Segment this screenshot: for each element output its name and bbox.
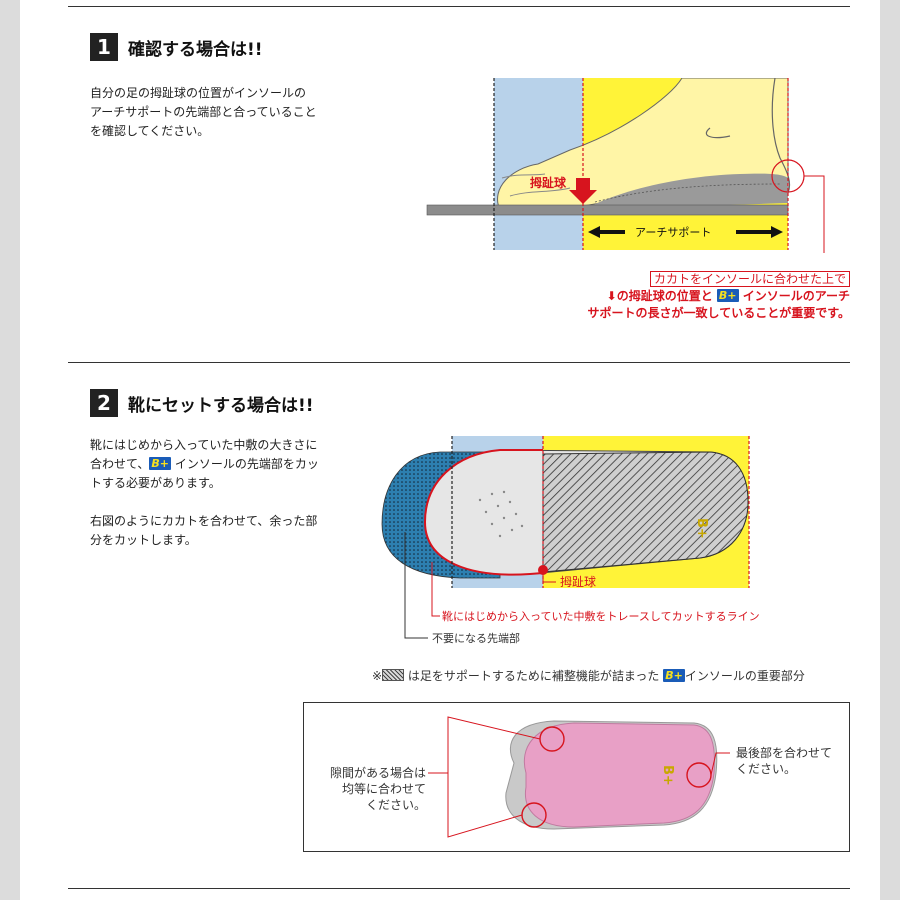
gap-label: 隙間がある場合は 均等に合わせて ください。 bbox=[316, 765, 426, 813]
perforation-dots bbox=[478, 490, 524, 538]
section-1-note: カカトをインソールに合わせた上で ⬇の拇趾球の位置と B+ インソールのアーチ … bbox=[574, 271, 850, 322]
ankle-curve bbox=[705, 127, 731, 139]
body-text: 合わせて、 bbox=[90, 457, 150, 471]
boshikyu-leader bbox=[542, 570, 556, 583]
heel-label-line: ください。 bbox=[736, 762, 797, 776]
section-2-body-line: 靴にはじめから入っていた中敷の大きさに bbox=[90, 438, 318, 452]
note-line-3: サポートの長さが一致していることが重要です。 bbox=[587, 306, 850, 320]
unneeded-label: 不要になる先端部 bbox=[432, 631, 520, 645]
section-2-number: 2 bbox=[90, 389, 118, 417]
divider-top bbox=[68, 6, 850, 7]
arch-arrow-right-icon bbox=[736, 226, 783, 238]
support-core-area bbox=[542, 451, 749, 573]
trace-leader bbox=[431, 562, 440, 617]
boshikyu-label: 拇趾球 bbox=[530, 175, 567, 190]
section-1-body-line: アーチサポートの先端部と合っていること bbox=[90, 105, 317, 119]
section-1-number: 1 bbox=[90, 33, 118, 61]
section-2-body-spacer bbox=[90, 493, 319, 512]
section-1-body: 自分の足の拇趾球の位置がインソールの アーチサポートの先端部と合っていること を… bbox=[90, 84, 317, 141]
fit-diagram: B+ bbox=[428, 716, 730, 838]
down-arrow-icon: ⬇ bbox=[606, 289, 617, 303]
trace-cut-line bbox=[423, 449, 544, 576]
divider-mid bbox=[68, 362, 850, 363]
insole-logo-mark: B+ bbox=[694, 518, 709, 539]
bplus-logo: B+ bbox=[149, 457, 172, 470]
hatch-swatch-icon bbox=[382, 669, 405, 681]
gap-label-line: ください。 bbox=[365, 798, 426, 812]
note-boxed-text: カカトをインソールに合わせた上で bbox=[649, 271, 850, 287]
heel-leader bbox=[710, 752, 730, 776]
note-line-2: ⬇の拇趾球の位置と B+ インソールのアーチ bbox=[574, 288, 850, 305]
divider-bottom bbox=[68, 888, 850, 889]
section-1-body-line: 自分の足の拇趾球の位置がインソールの bbox=[90, 86, 307, 100]
body-text: インソールの先端部をカッ bbox=[174, 457, 319, 471]
boshikyu-arrow-icon bbox=[569, 178, 597, 204]
gap-label-line: 均等に合わせて bbox=[341, 782, 426, 796]
arch-support-diagram: 拇趾球 アーチサポート bbox=[426, 78, 825, 253]
heel-leader-line bbox=[804, 175, 825, 253]
bplus-logo: B+ bbox=[716, 289, 739, 302]
note-text: インソールのアーチ bbox=[742, 289, 850, 303]
section-2-heading: 2 靴にセットする場合は!! bbox=[90, 389, 314, 417]
arch-support-label: アーチサポート bbox=[635, 226, 711, 239]
boshikyu-label: 拇趾球 bbox=[560, 575, 596, 589]
toe-lines bbox=[501, 173, 571, 197]
insole-stitch bbox=[594, 183, 781, 203]
arch-arrow-left-icon bbox=[588, 226, 625, 238]
section-2-title: 靴にセットする場合は!! bbox=[128, 395, 314, 416]
insole-logo-mark: B+ bbox=[660, 765, 675, 786]
section-2-body-line: 合わせて、B+ インソールの先端部をカッ bbox=[90, 455, 319, 474]
section-1-heading: 1 確認する場合は!! bbox=[90, 33, 263, 61]
section-1-title: 確認する場合は!! bbox=[128, 39, 263, 60]
unneeded-leader bbox=[404, 532, 428, 639]
floor-plate bbox=[426, 204, 789, 216]
note-text: の拇趾球の位置と bbox=[616, 289, 713, 303]
section-2-body-line: 分をカットします。 bbox=[90, 533, 197, 547]
trace-line-label: 靴にはじめから入っていた中敷をトレースしてカットするライン bbox=[442, 609, 760, 623]
heel-label: 最後部を合わせて ください。 bbox=[736, 745, 832, 777]
bplus-logo: B+ bbox=[663, 669, 685, 682]
heel-outline bbox=[771, 78, 791, 194]
footnote-text: インソールの重要部分 bbox=[684, 669, 805, 683]
section-1-body-line: を確認してください。 bbox=[90, 124, 210, 138]
footnote-text: は足をサポートするために補整機能が詰まった bbox=[407, 669, 660, 683]
section-2-body-line: トする必要があります。 bbox=[90, 476, 221, 490]
insole-cut-diagram: B+ 拇趾球 靴にはじめから入っていた中敷をトレースしてカットするライン 不要に… bbox=[381, 436, 760, 645]
section-2-body: 靴にはじめから入っていた中敷の大きさに 合わせて、B+ インソールの先端部をカッ… bbox=[90, 436, 319, 550]
section-2-body-line: 右図のようにカカトを合わせて、余った部 bbox=[90, 514, 318, 528]
heel-label-line: 最後部を合わせて bbox=[736, 746, 833, 760]
support-footnote: ※ は足をサポートするために補整機能が詰まった B+インソールの重要部分 bbox=[372, 667, 805, 684]
gap-leader bbox=[447, 716, 541, 838]
insole-profile bbox=[583, 173, 788, 210]
note-line-1: カカトをインソールに合わせた上で bbox=[574, 271, 850, 288]
footnote-mark: ※ bbox=[372, 669, 383, 683]
gap-label-line: 隙間がある場合は bbox=[329, 766, 426, 780]
pink-insole bbox=[523, 722, 715, 828]
fit-instruction-box: B+ 隙間がある場合は 均等に合わせて ください。 最後部を合わせて ください。 bbox=[303, 702, 850, 852]
